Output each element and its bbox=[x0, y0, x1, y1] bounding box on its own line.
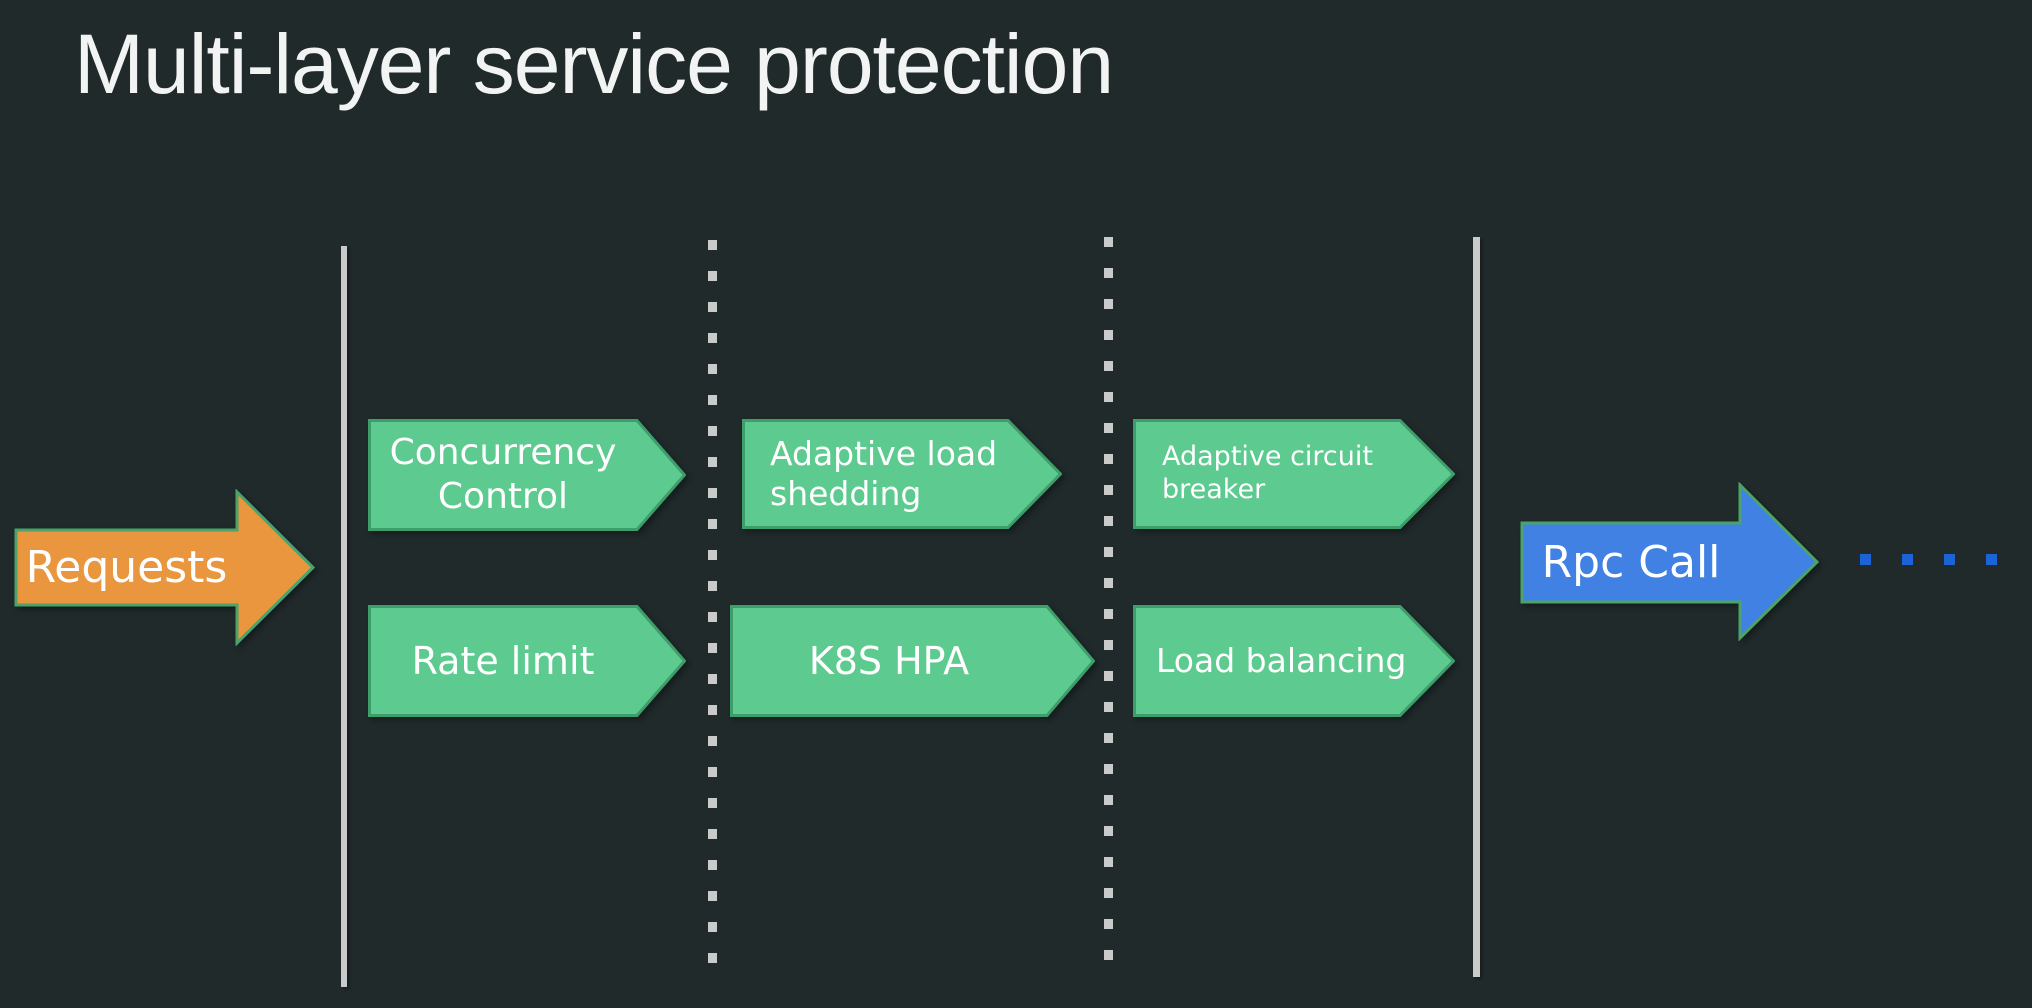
node-adaptive-circuit-breaker-label: Adaptive circuit breaker bbox=[1162, 441, 1373, 505]
node-adaptive-load-shedding: Adaptive load shedding bbox=[742, 419, 1062, 529]
chevron-box-shape-icon bbox=[368, 419, 686, 531]
chevron-box-shape-icon bbox=[368, 605, 686, 717]
node-k8s-hpa: K8S HPA bbox=[730, 605, 1095, 717]
chevron-box-shape-icon bbox=[1133, 605, 1455, 717]
node-k8s-hpa-label: K8S HPA bbox=[808, 638, 970, 683]
separator-dotted-line-1 bbox=[708, 240, 717, 966]
separator-dotted-line-2 bbox=[1104, 237, 1113, 963]
chevron-box-shape-icon bbox=[742, 419, 1062, 529]
trail-dot bbox=[1986, 554, 1997, 565]
node-concurrency-control-label: Concurrency Control bbox=[389, 432, 617, 517]
rpc-continuation-dots bbox=[1860, 554, 1997, 565]
rpc-call-arrow-label: Rpc Call bbox=[1541, 536, 1721, 588]
node-adaptive-circuit-breaker: Adaptive circuit breaker bbox=[1133, 419, 1455, 529]
requests-arrow-label: Requests bbox=[25, 541, 228, 593]
node-concurrency-control: Concurrency Control bbox=[368, 419, 686, 531]
node-adaptive-load-shedding-label: Adaptive load shedding bbox=[770, 433, 998, 513]
node-load-balancing: Load balancing bbox=[1133, 605, 1455, 717]
chevron-box-shape-icon bbox=[730, 605, 1095, 717]
node-rate-limit: Rate limit bbox=[368, 605, 686, 717]
separator-solid-line-1 bbox=[341, 246, 347, 987]
right-arrow-shape-icon bbox=[14, 489, 316, 646]
rpc-call-arrow: Rpc Call bbox=[1519, 482, 1820, 641]
node-load-balancing-label: Load balancing bbox=[1156, 640, 1407, 680]
right-arrow-shape-icon bbox=[1520, 482, 1820, 641]
trail-dot bbox=[1944, 554, 1955, 565]
node-rate-limit-label: Rate limit bbox=[411, 638, 595, 683]
requests-arrow: Requests bbox=[13, 489, 316, 646]
separator-solid-line-2 bbox=[1473, 237, 1480, 977]
trail-dot bbox=[1860, 554, 1871, 565]
page-title: Multi-layer service protection bbox=[74, 17, 1114, 111]
trail-dot bbox=[1902, 554, 1913, 565]
chevron-box-shape-icon bbox=[1133, 419, 1455, 529]
